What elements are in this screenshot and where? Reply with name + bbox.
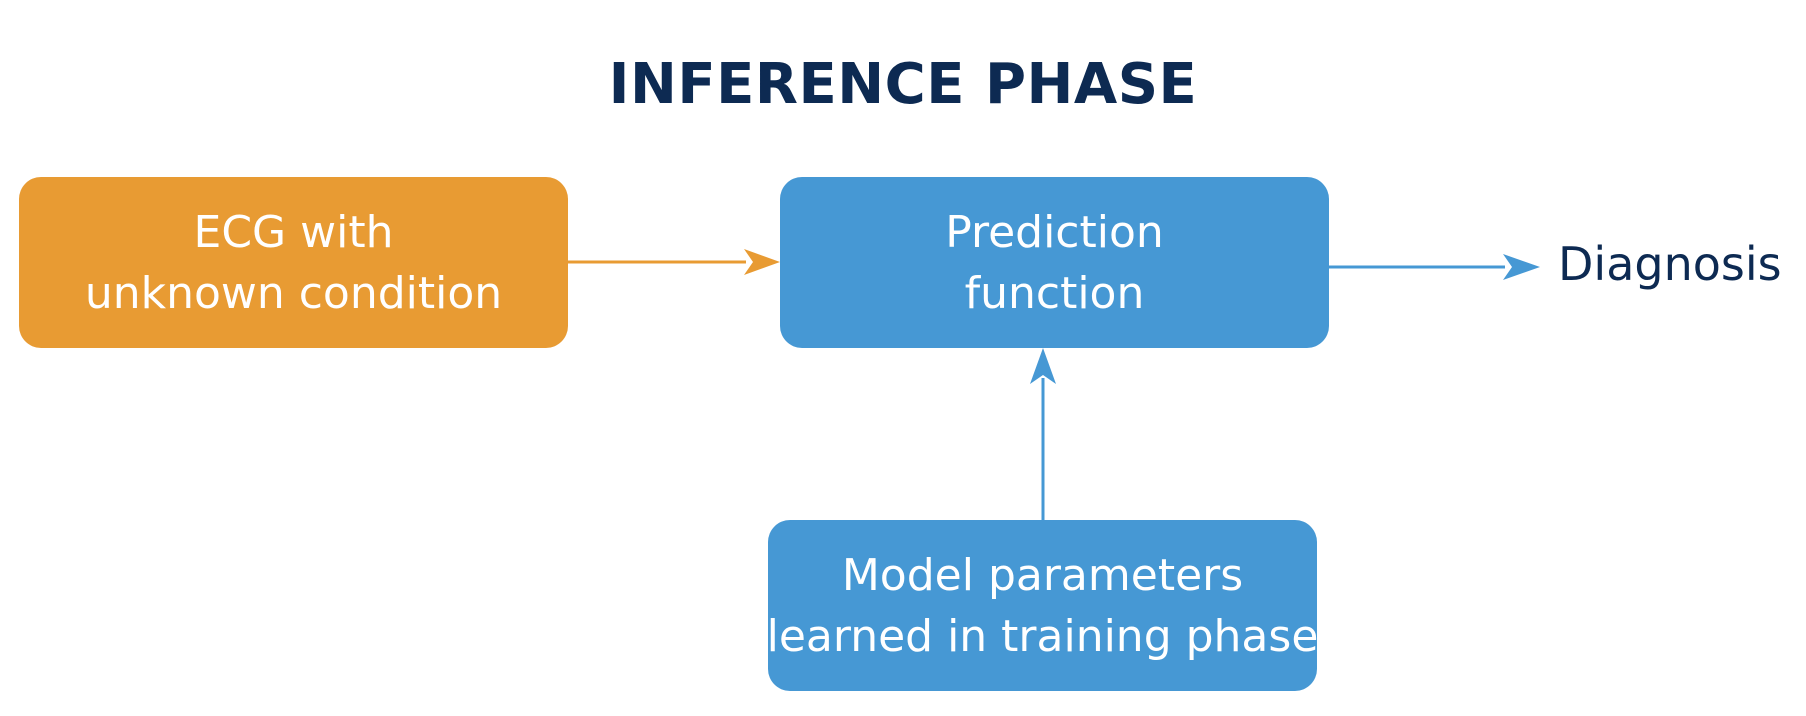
model-parameters-node: Model parameters learned in training pha… [766,520,1319,691]
arrow-prediction-to-diagnosis [1329,254,1540,280]
prediction-node: Prediction function [780,177,1329,348]
ecg-node-line2: unknown condition [84,267,503,319]
model-node-line1: Model parameters [841,549,1244,601]
ecg-node-line1: ECG with [193,206,394,258]
prediction-node-line1: Prediction [945,206,1164,258]
model-node-line2: learned in training phase [766,610,1319,662]
arrow-ecg-to-prediction [568,249,780,275]
arrow-model-to-prediction [1030,348,1056,520]
prediction-node-line2: function [964,267,1145,319]
ecg-node: ECG with unknown condition [19,177,568,348]
diagnosis-label: Diagnosis [1558,237,1782,291]
diagram-title: INFERENCE PHASE [608,52,1198,117]
